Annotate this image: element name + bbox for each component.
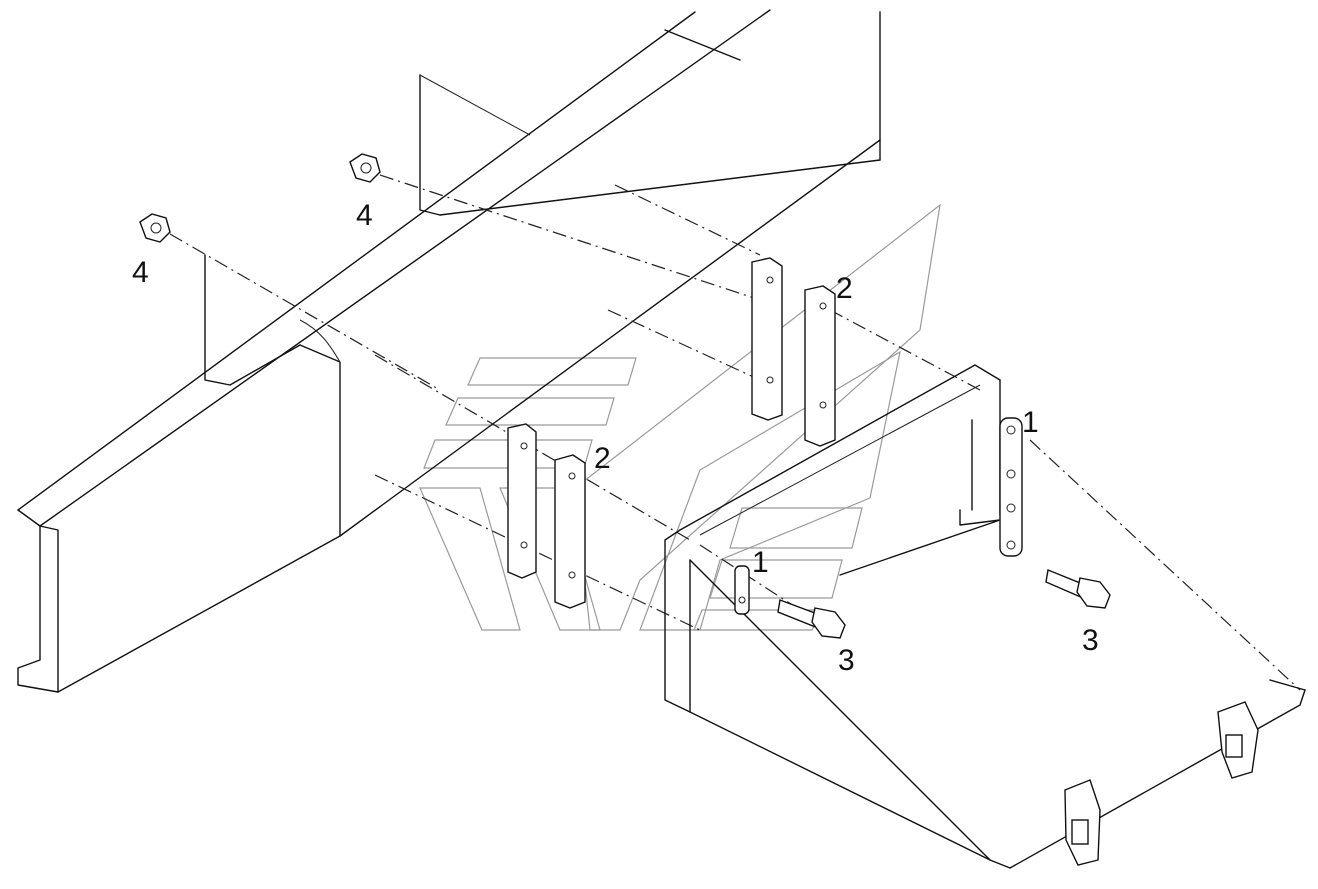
- callout-4-upper: 4: [356, 199, 373, 232]
- bolt-right: [1045, 569, 1111, 609]
- callout-3-left: 3: [838, 644, 855, 677]
- spacer-plate-lower-a: [507, 423, 537, 579]
- latch-rear: [1217, 701, 1259, 779]
- spacer-plate-lower-b: [554, 454, 586, 609]
- latch-front: [1064, 779, 1101, 866]
- assembly-centerlines: [169, 174, 1301, 691]
- clamp-bracket-left: [734, 565, 750, 615]
- callout-2-upper: 2: [836, 272, 853, 305]
- callout-4-left: 4: [132, 256, 149, 289]
- spacer-plate-upper-b: [804, 285, 836, 447]
- nut-upper: [349, 153, 381, 183]
- callout-1-left: 1: [752, 546, 769, 579]
- clamp-bracket-right: [999, 417, 1023, 557]
- frame-rail: [17, 9, 881, 693]
- callout-2-lower: 2: [594, 442, 611, 475]
- spacer-plate-upper-a: [751, 257, 783, 421]
- watermark-logo: [419, 203, 941, 631]
- callout-1-right: 1: [1022, 406, 1039, 439]
- bolt-left: [777, 599, 846, 639]
- callout-3-right: 3: [1082, 624, 1099, 657]
- battery-tray: [664, 364, 1306, 869]
- nut-left: [139, 213, 171, 243]
